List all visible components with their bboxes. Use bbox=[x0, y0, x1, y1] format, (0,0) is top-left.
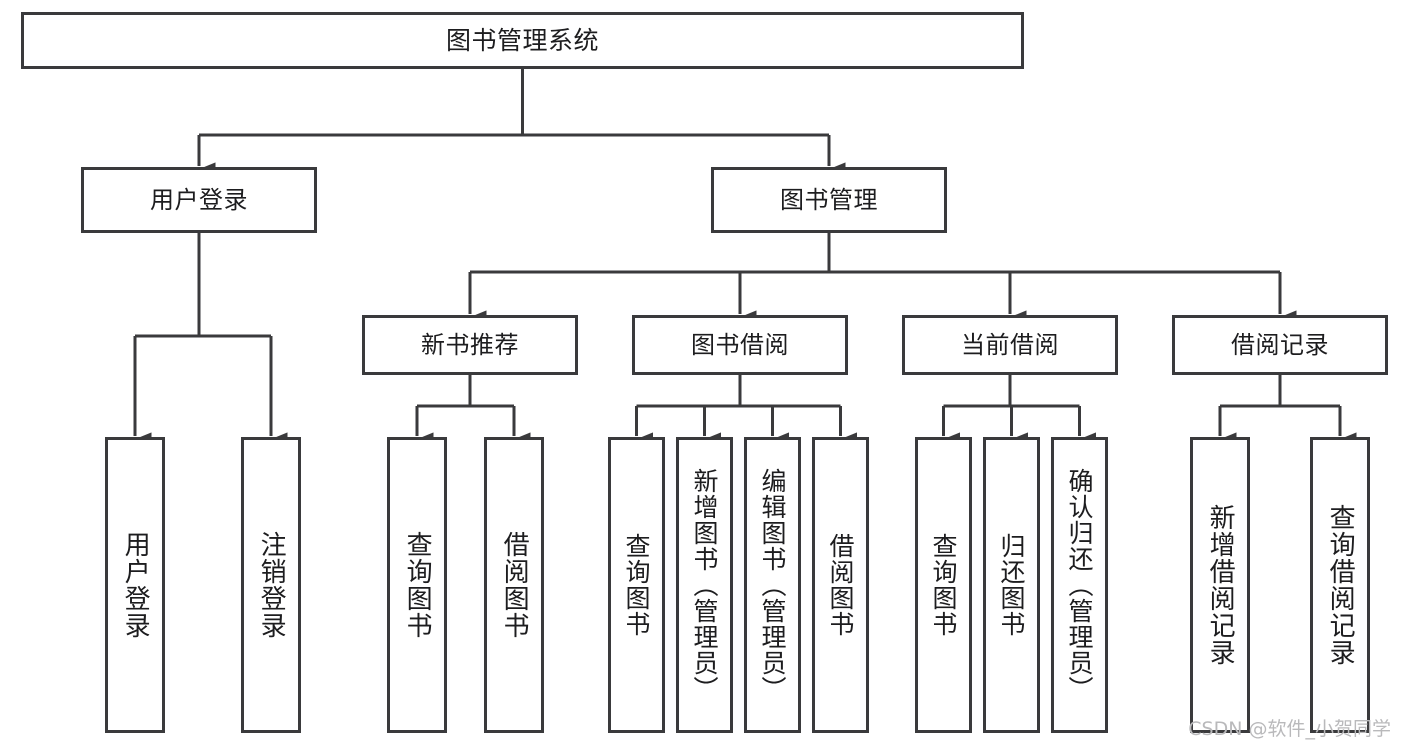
node-leaf-query-book-2-label: 查询图书 bbox=[622, 533, 651, 637]
node-leaf-confirm-return-label: 确认归还（管理员） bbox=[1065, 468, 1094, 702]
node-leaf-borrow-book-2: 借阅图书 bbox=[812, 437, 869, 733]
node-leaf-query-book-2: 查询图书 bbox=[608, 437, 665, 733]
node-leaf-add-record-label: 新增借阅记录 bbox=[1205, 504, 1236, 666]
node-current-borrow-label: 当前借阅 bbox=[961, 330, 1059, 359]
node-leaf-query-book-3: 查询图书 bbox=[915, 437, 972, 733]
node-leaf-query-book-1-label: 查询图书 bbox=[402, 531, 433, 639]
node-leaf-edit-book: 编辑图书（管理员） bbox=[744, 437, 801, 733]
node-book-borrow-label: 图书借阅 bbox=[691, 330, 789, 359]
node-leaf-add-book-label: 新增图书（管理员） bbox=[690, 468, 719, 702]
node-root: 图书管理系统 bbox=[21, 12, 1024, 69]
node-book-manage-label: 图书管理 bbox=[780, 185, 878, 214]
node-leaf-borrow-book-2-label: 借阅图书 bbox=[826, 533, 855, 637]
node-leaf-query-book-1: 查询图书 bbox=[387, 437, 447, 733]
node-leaf-query-record: 查询借阅记录 bbox=[1310, 437, 1370, 733]
node-leaf-edit-book-label: 编辑图书（管理员） bbox=[758, 468, 787, 702]
node-leaf-logout-label: 注销登录 bbox=[256, 531, 287, 639]
node-leaf-return-book-label: 归还图书 bbox=[997, 533, 1026, 637]
node-leaf-borrow-book-1: 借阅图书 bbox=[484, 437, 544, 733]
node-book-manage: 图书管理 bbox=[711, 167, 947, 233]
node-borrow-record-label: 借阅记录 bbox=[1231, 330, 1329, 359]
node-leaf-user-login: 用户登录 bbox=[105, 437, 165, 733]
node-user-login: 用户登录 bbox=[81, 167, 317, 233]
node-leaf-user-login-label: 用户登录 bbox=[120, 531, 151, 639]
node-new-book-rec: 新书推荐 bbox=[362, 315, 578, 375]
node-leaf-borrow-book-1-label: 借阅图书 bbox=[499, 531, 530, 639]
node-leaf-add-book: 新增图书（管理员） bbox=[676, 437, 733, 733]
node-root-label: 图书管理系统 bbox=[445, 25, 599, 55]
node-book-borrow: 图书借阅 bbox=[632, 315, 848, 375]
node-borrow-record: 借阅记录 bbox=[1172, 315, 1388, 375]
node-user-login-label: 用户登录 bbox=[150, 185, 248, 214]
node-current-borrow: 当前借阅 bbox=[902, 315, 1118, 375]
node-new-book-rec-label: 新书推荐 bbox=[421, 330, 519, 359]
node-leaf-confirm-return: 确认归还（管理员） bbox=[1051, 437, 1108, 733]
node-leaf-query-book-3-label: 查询图书 bbox=[929, 533, 958, 637]
node-leaf-logout: 注销登录 bbox=[241, 437, 301, 733]
node-leaf-add-record: 新增借阅记录 bbox=[1190, 437, 1250, 733]
node-leaf-query-record-label: 查询借阅记录 bbox=[1325, 504, 1356, 666]
node-leaf-return-book: 归还图书 bbox=[983, 437, 1040, 733]
watermark: CSDN @软件_小贺同学 bbox=[1188, 718, 1391, 740]
